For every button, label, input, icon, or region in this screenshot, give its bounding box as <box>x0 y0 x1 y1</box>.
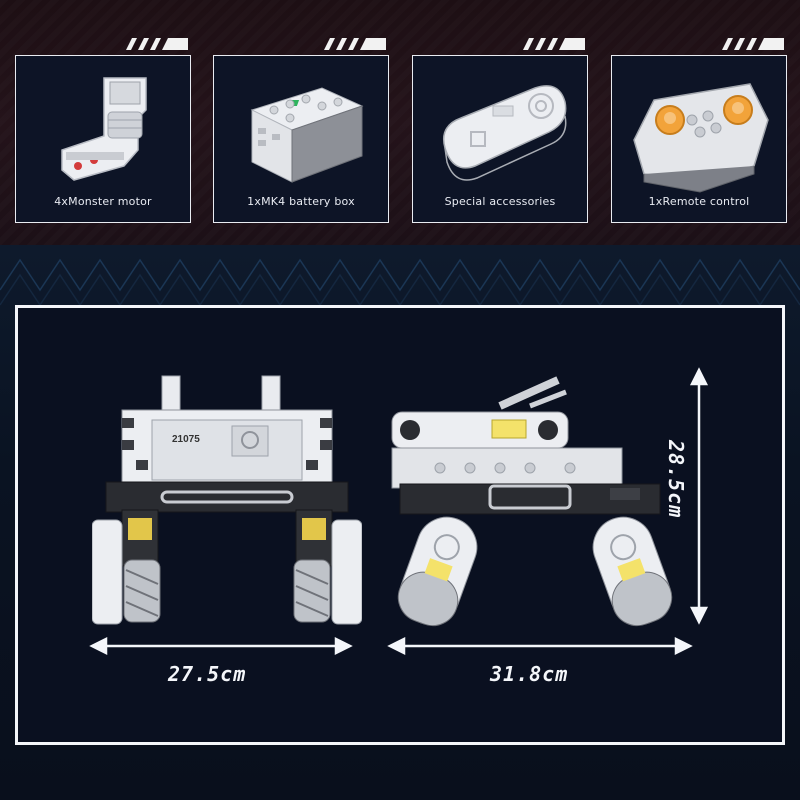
component-label: 1xRemote control <box>648 195 750 208</box>
battery-box-icon <box>250 87 364 183</box>
component-card-battery: 1xMK4 battery box <box>213 38 389 223</box>
stripes-decoration <box>324 38 386 50</box>
component-card-motor: 4xMonster motor <box>15 38 191 223</box>
component-card-remote: 1xRemote control <box>611 38 787 223</box>
component-label: Special accessories <box>444 195 556 208</box>
stripes-decoration <box>523 38 585 50</box>
component-card-accessories: Special accessories <box>412 38 588 223</box>
component-label: 4xMonster motor <box>54 195 152 208</box>
height-label: 28.5cm <box>664 440 688 519</box>
robot-front-view: 21075 <box>92 375 362 625</box>
robot-side-view <box>391 376 673 627</box>
remote-control-icon <box>633 83 769 193</box>
model-number: 21075 <box>172 434 200 445</box>
front-width-label: 27.5cm <box>168 662 247 686</box>
side-length-label: 31.8cm <box>490 662 569 686</box>
stripes-decoration <box>126 38 188 50</box>
monster-motor-icon <box>61 77 147 181</box>
stripes-decoration <box>722 38 784 50</box>
component-label: 1xMK4 battery box <box>247 195 355 208</box>
special-accessory-icon <box>443 85 567 181</box>
